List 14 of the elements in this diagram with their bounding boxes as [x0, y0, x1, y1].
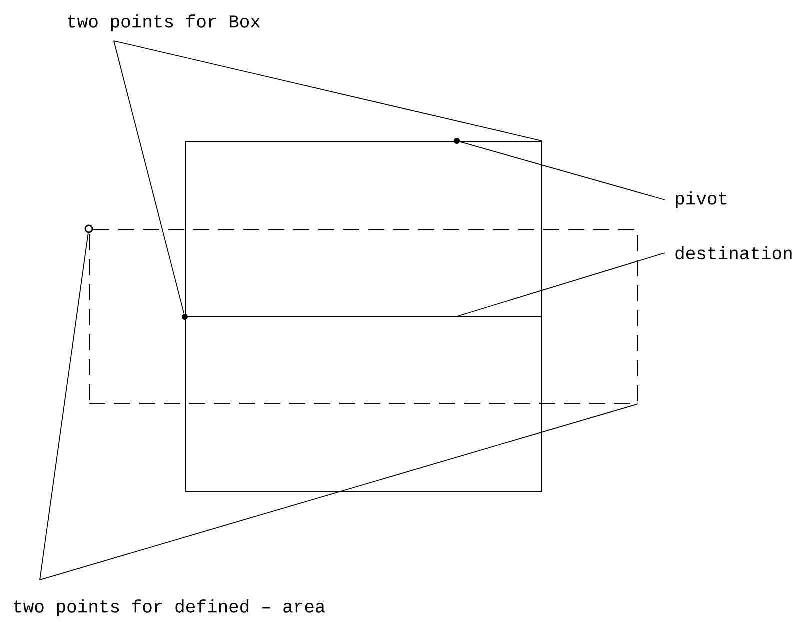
- middle-line: [186, 316, 542, 318]
- dashed-rectangle: [89, 229, 638, 404]
- callout-text: destination: [676, 246, 792, 260]
- leader-line: [40, 232, 89, 580]
- box-rectangle: [185, 141, 542, 492]
- callout-text: two points for defined – area: [14, 600, 326, 616]
- callout-text: pivot: [676, 192, 727, 208]
- leader-line: [460, 142, 666, 200]
- leader-line: [40, 404, 639, 580]
- leader-line: [114, 40, 543, 142]
- leader-line: [114, 40, 185, 314]
- hollow-point: [84, 224, 94, 234]
- leader-line: [455, 252, 666, 318]
- callout-text: two points for Box: [68, 14, 260, 32]
